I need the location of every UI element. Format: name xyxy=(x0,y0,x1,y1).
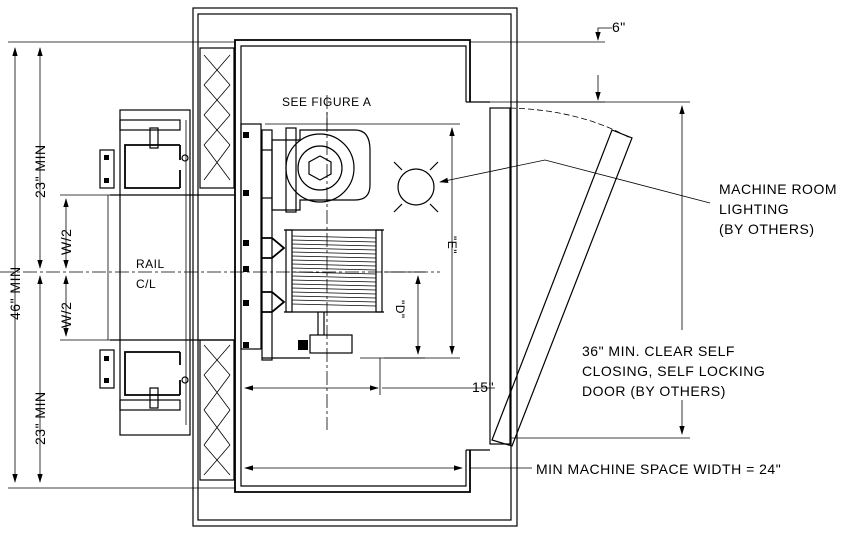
label-rail: RAIL xyxy=(136,257,165,271)
label-six-inch: 6" xyxy=(612,19,626,35)
lower-buffer-block xyxy=(199,339,235,481)
label-w-half-bottom: W/2 xyxy=(58,302,74,328)
dimension-w-half xyxy=(60,194,110,341)
label-lighting-2: LIGHTING xyxy=(719,201,789,217)
upper-buffer-block xyxy=(199,47,235,189)
leader-lighting xyxy=(439,159,711,204)
label-centerline: C/L xyxy=(136,277,156,291)
drum-cable-winding xyxy=(291,291,377,295)
label-door-1: 36" MIN. CLEAR SELF xyxy=(582,343,735,359)
label-dim-23-min-top: 23" MIN xyxy=(32,144,48,198)
dimension-46-min xyxy=(8,41,235,489)
drum-cable-winding xyxy=(291,263,377,267)
deflector-sheaves xyxy=(243,237,286,313)
drum-cable-winding xyxy=(291,239,377,243)
label-w-half-top: W/2 xyxy=(58,229,74,255)
label-dim-23-min-bottom: 23" MIN xyxy=(32,391,48,445)
dimension-36-door xyxy=(510,101,690,439)
drum-cable-winding xyxy=(291,235,377,239)
drum-cable-winding xyxy=(291,299,377,303)
drum-cable-winding xyxy=(291,279,377,283)
label-dim-d: "D" xyxy=(393,300,407,319)
lighting-fixture-icon xyxy=(393,161,439,213)
label-dim-15: 15" xyxy=(472,379,494,395)
drum-cable-winding xyxy=(291,259,377,263)
brake-unit xyxy=(298,312,353,354)
upper-rail-bracket xyxy=(99,119,189,189)
drum-cable-winding xyxy=(291,275,377,279)
car-frame xyxy=(107,109,235,436)
dimension-15-inch xyxy=(244,358,495,395)
machine-base-plate xyxy=(240,123,310,361)
drum-cable-winding xyxy=(291,243,377,247)
label-door-3: DOOR (BY OTHERS) xyxy=(582,383,726,399)
drum-cable-winding xyxy=(291,303,377,307)
label-dim-e: "E" xyxy=(445,236,459,254)
drum-cable-winding xyxy=(291,287,377,291)
centerlines xyxy=(0,95,440,430)
drum-cable-winding xyxy=(291,255,377,259)
motor-gear-housing xyxy=(262,127,371,213)
drum-cable-winding xyxy=(291,283,377,287)
door-swing-leaf xyxy=(491,129,633,447)
drum-cable-winding xyxy=(291,247,377,251)
label-door-2: CLOSING, SELF LOCKING xyxy=(582,363,765,379)
dimension-6-inch xyxy=(470,27,612,103)
label-dim-46-min: 46" MIN xyxy=(7,266,23,320)
winding-drum xyxy=(284,229,384,313)
label-lighting-3: (BY OTHERS) xyxy=(719,221,814,237)
dimension-d xyxy=(384,271,425,359)
drum-cable-winding xyxy=(291,295,377,299)
label-see-figure-a: SEE FIGURE A xyxy=(282,95,371,109)
label-machine-space-width: MIN MACHINE SPACE WIDTH = 24" xyxy=(536,461,781,477)
label-lighting-1: MACHINE ROOM xyxy=(719,181,837,197)
hoistway-wall-outer xyxy=(192,7,518,527)
lower-rail-bracket xyxy=(99,349,189,411)
drum-cable-winding xyxy=(291,251,377,255)
dimension-e xyxy=(265,123,460,359)
drum-cable-winding xyxy=(291,267,377,271)
